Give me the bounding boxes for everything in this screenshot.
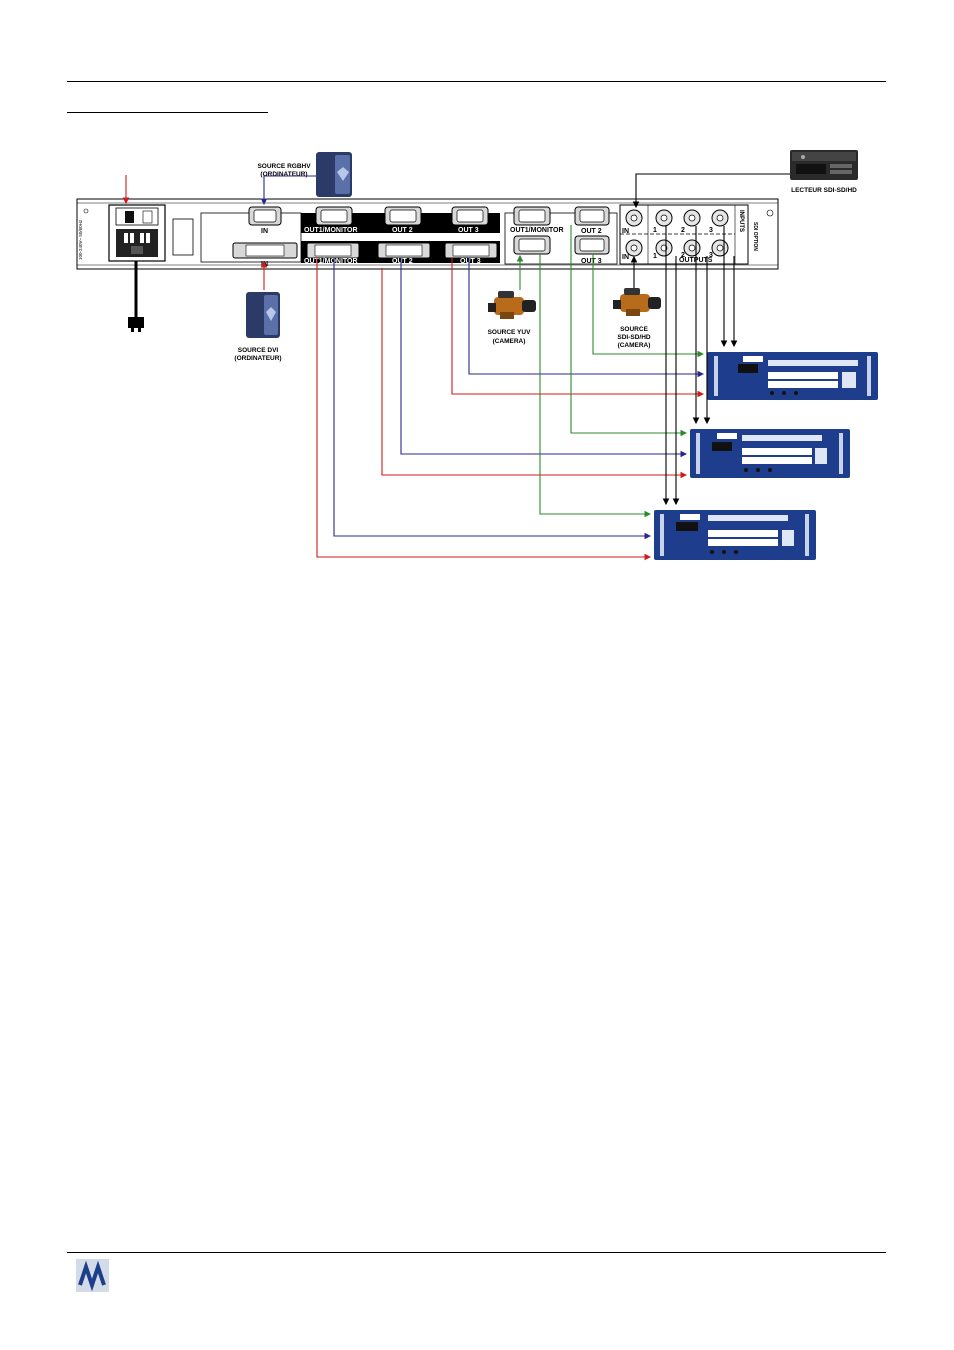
vga-out1-label: OUT1/MONITOR [304, 227, 358, 234]
dvi-out3-label: OUT 3 [460, 258, 481, 265]
rear-panel: 100-240V~ 50/60Hz [76, 198, 779, 270]
footer-rule [67, 1252, 886, 1253]
dvi-out1-connector [306, 242, 360, 259]
dvi-computer-icon [246, 292, 280, 338]
sdi-player-label: LECTEUR SDI-SD/HD [791, 187, 857, 194]
rgbhv-in-label: IN [261, 228, 268, 235]
sdi-option-label: SDI OPTION [752, 222, 758, 251]
connection-diagram: 100-240V~ 50/60Hz [76, 150, 878, 561]
dvi-out3-connector [444, 242, 498, 259]
vga-out3-label: OUT 3 [458, 227, 479, 234]
yuv-out3-connector [574, 235, 610, 255]
yuv-out1-label: OUT1/MONITOR [510, 227, 564, 234]
vga-out3-connector [451, 206, 489, 226]
power-plug-icon [128, 261, 144, 332]
sdi-num-2-bottom: 2 [681, 252, 685, 259]
sdi-inputs-label: INPUTS [738, 210, 744, 232]
receiver-device-2 [690, 429, 850, 478]
sdi-source-label: SOURCE [620, 326, 648, 333]
power-module [108, 204, 166, 262]
sdi-in-label-bottom: IN [622, 254, 629, 261]
cable-paths [122, 173, 790, 561]
sdi-camera-icon [613, 288, 661, 316]
dvi-source-sublabel: (ORDINATEUR) [234, 355, 281, 362]
yuv-camera-icon [488, 291, 536, 319]
header-rule [67, 81, 886, 82]
sdi-source-sublabel: (CAMERA) [618, 342, 651, 349]
dvi-out2-label: OUT 2 [392, 258, 413, 265]
rgbhv-source-label: SOURCE RGBHV [257, 163, 311, 170]
brand-logo [76, 1259, 109, 1292]
vga-out2-connector [384, 206, 422, 226]
vga-out1-connector [315, 206, 353, 226]
yuv-in-connector [513, 235, 551, 255]
rgbhv-source-sublabel: (ORDINATEUR) [260, 171, 307, 178]
vga-out2-label: OUT 2 [392, 227, 413, 234]
dvi-in-connector [232, 242, 298, 259]
yuv-out2-label: OUT 2 [581, 228, 602, 235]
sdi-option-module: IN IN 1 2 3 1 2 3 OUTPUTS INPUTS SDI OPT… [619, 204, 758, 265]
section-heading-underline [67, 112, 268, 113]
power-rating-label: 100-240V~ 50/60Hz [78, 219, 83, 260]
receiver-device-3 [654, 510, 816, 560]
sdi-num-1-bottom: 1 [653, 253, 657, 260]
blank-slot [172, 218, 194, 256]
yuv-source-sublabel: (CAMERA) [493, 338, 526, 345]
vga-in-connector [248, 206, 282, 226]
dvi-out2-connector [377, 242, 431, 259]
sdi-num-3-bottom: 3 [709, 252, 713, 259]
dvi-source-label: SOURCE DVI [238, 347, 279, 354]
yuv-out2-connector [574, 206, 610, 226]
receiver-device-1 [707, 352, 878, 400]
yuv-out3-label: OUT 3 [581, 258, 602, 265]
rgbhv-computer-icon [316, 152, 352, 197]
yuv-out1-connector [513, 206, 551, 226]
sdi-source-label-line2: SDI-SD/HD [617, 334, 651, 341]
sdi-num-3-top: 3 [709, 227, 713, 234]
sdi-num-1-top: 1 [653, 227, 657, 234]
sdi-player-icon [790, 150, 858, 180]
sdi-num-2-top: 2 [681, 227, 685, 234]
sdi-in-label-top: IN [622, 228, 629, 235]
dvi-out1-label: OUT1/MONITOR [304, 258, 358, 265]
yuv-source-label: SOURCE YUV [488, 329, 532, 336]
